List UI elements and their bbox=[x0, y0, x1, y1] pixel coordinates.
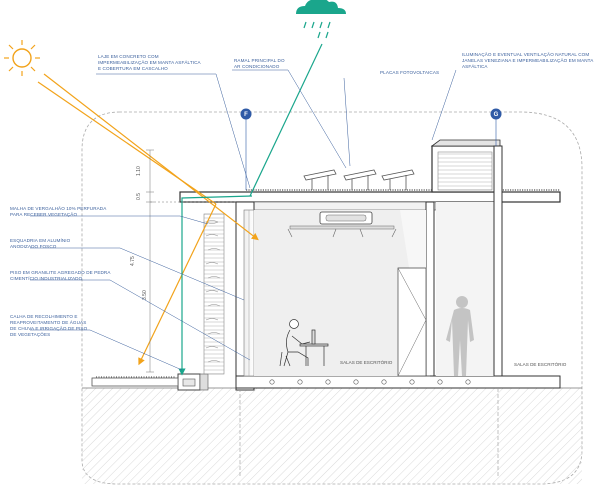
green-facade bbox=[203, 213, 225, 375]
standing-person-figure bbox=[446, 296, 474, 376]
ground-hatch bbox=[82, 388, 582, 484]
svg-text:ILUMINAÇÃO E EVENTUAL VENTILAÇ: ILUMINAÇÃO E EVENTUAL VENTILAÇÃO NATURAL… bbox=[462, 51, 589, 57]
room-label-office-2: SALAS DE ESCRITÓRIO bbox=[514, 361, 567, 367]
callout-mesh: MALHA DE VERGALHÃO 10% PERFURADA PARA RE… bbox=[10, 205, 107, 217]
floor-slab bbox=[235, 375, 561, 389]
terrace-slab bbox=[91, 377, 179, 387]
section-marker-g-label: G bbox=[494, 112, 499, 118]
pv-panels bbox=[303, 169, 415, 190]
callout-floor: PISO EM GRANILITE AGREGADO DE PEDRA CIME… bbox=[10, 270, 111, 281]
svg-text:ANODIZADO FOSCO: ANODIZADO FOSCO bbox=[10, 244, 57, 249]
svg-text:LAJE EM CONCRETO COM: LAJE EM CONCRETO COM bbox=[98, 54, 159, 59]
skylight-louvers bbox=[437, 151, 493, 191]
dim-2: 0.5 bbox=[136, 193, 142, 200]
svg-text:REAPROVEITAMENTO DE ÁGUAS: REAPROVEITAMENTO DE ÁGUAS bbox=[10, 319, 86, 325]
svg-text:AR CONDICIONADO: AR CONDICIONADO bbox=[234, 64, 280, 69]
interior-wall bbox=[425, 201, 435, 377]
dim-1: 1.10 bbox=[136, 166, 142, 176]
seated-person-figure bbox=[279, 319, 329, 367]
ceiling-band bbox=[235, 201, 437, 211]
svg-text:DE VEGETAÇÕES: DE VEGETAÇÕES bbox=[10, 331, 50, 337]
svg-text:CALHA DE RECOLHIMENTO E: CALHA DE RECOLHIMENTO E bbox=[10, 314, 78, 319]
right-column bbox=[493, 145, 503, 377]
svg-text:PISO EM GRANILITE AGREGADO DE: PISO EM GRANILITE AGREGADO DE PEDRA bbox=[10, 270, 111, 275]
gutter-drain bbox=[182, 378, 196, 387]
rain-path bbox=[178, 43, 323, 376]
light-beam bbox=[254, 210, 426, 376]
svg-text:IMPERMEABILIZAÇÃO EM MANTA ASF: IMPERMEABILIZAÇÃO EM MANTA ASFÁLTICA bbox=[98, 59, 202, 65]
callout-slab: LAJE EM CONCRETO COM IMPERMEABILIZAÇÃO E… bbox=[98, 54, 202, 71]
hvac-unit bbox=[287, 211, 397, 238]
terrace-step bbox=[199, 373, 209, 391]
svg-text:PLACAS FOTOVOLTAICAS: PLACAS FOTOVOLTAICAS bbox=[380, 70, 439, 75]
callout-frame: ESQUADRIA EM ALUMÍNIO ANODIZADO FOSCO bbox=[10, 237, 71, 249]
svg-text:ASFÁLTICA: ASFÁLTICA bbox=[462, 63, 488, 69]
dim-4: 3.50 bbox=[142, 290, 148, 300]
floor-pipes bbox=[269, 379, 471, 385]
svg-text:RAMAL PRINCIPAL DO: RAMAL PRINCIPAL DO bbox=[234, 58, 285, 63]
svg-text:DE CHUVA E IRRIGAÇÃO DE PISO: DE CHUVA E IRRIGAÇÃO DE PISO bbox=[10, 325, 88, 331]
green-facade-leaves bbox=[205, 220, 221, 363]
leader-lines bbox=[30, 69, 457, 371]
section-marker-f bbox=[240, 108, 252, 120]
svg-text:ESQUADRIA EM ALUMÍNIO: ESQUADRIA EM ALUMÍNIO bbox=[10, 237, 71, 243]
callout-gutter: CALHA DE RECOLHIMENTO E REAPROVEITAMENTO… bbox=[10, 314, 88, 337]
callout-light: ILUMINAÇÃO E EVENTUAL VENTILAÇÃO NATURAL… bbox=[462, 51, 594, 69]
svg-text:PARA RECEBER VEGETAÇÃO: PARA RECEBER VEGETAÇÃO bbox=[10, 211, 77, 217]
door-swing bbox=[397, 267, 427, 377]
section-marker-g bbox=[490, 108, 502, 120]
dimension-lines bbox=[146, 149, 236, 373]
svg-text:MALHA DE VERGALHÃO 10% PERFURA: MALHA DE VERGALHÃO 10% PERFURADA bbox=[10, 205, 107, 211]
sun-icon bbox=[4, 40, 40, 76]
skylight-wall bbox=[430, 139, 501, 147]
dim-3: 4.75 bbox=[130, 256, 136, 266]
section-marker-f-label: F bbox=[244, 112, 248, 118]
partition-door bbox=[397, 267, 427, 377]
svg-text:CIMENTÍCIO INDUSTRIALIZADO: CIMENTÍCIO INDUSTRIALIZADO bbox=[10, 275, 83, 281]
callout-hvac: RAMAL PRINCIPAL DO AR CONDICIONADO bbox=[234, 58, 285, 69]
svg-text:JANELAS VENEZIANA E IMPERMEABI: JANELAS VENEZIANA E IMPERMEABILIZAÇÃO EM… bbox=[462, 57, 594, 63]
callout-pv: PLACAS FOTOVOLTAICAS bbox=[380, 70, 439, 75]
room-label-office-1: SALAS DE ESCRITÓRIO bbox=[340, 359, 393, 365]
rain-cloud-icon bbox=[296, 0, 346, 39]
svg-text:E COBERTURA EM CASCALHO: E COBERTURA EM CASCALHO bbox=[98, 66, 168, 71]
